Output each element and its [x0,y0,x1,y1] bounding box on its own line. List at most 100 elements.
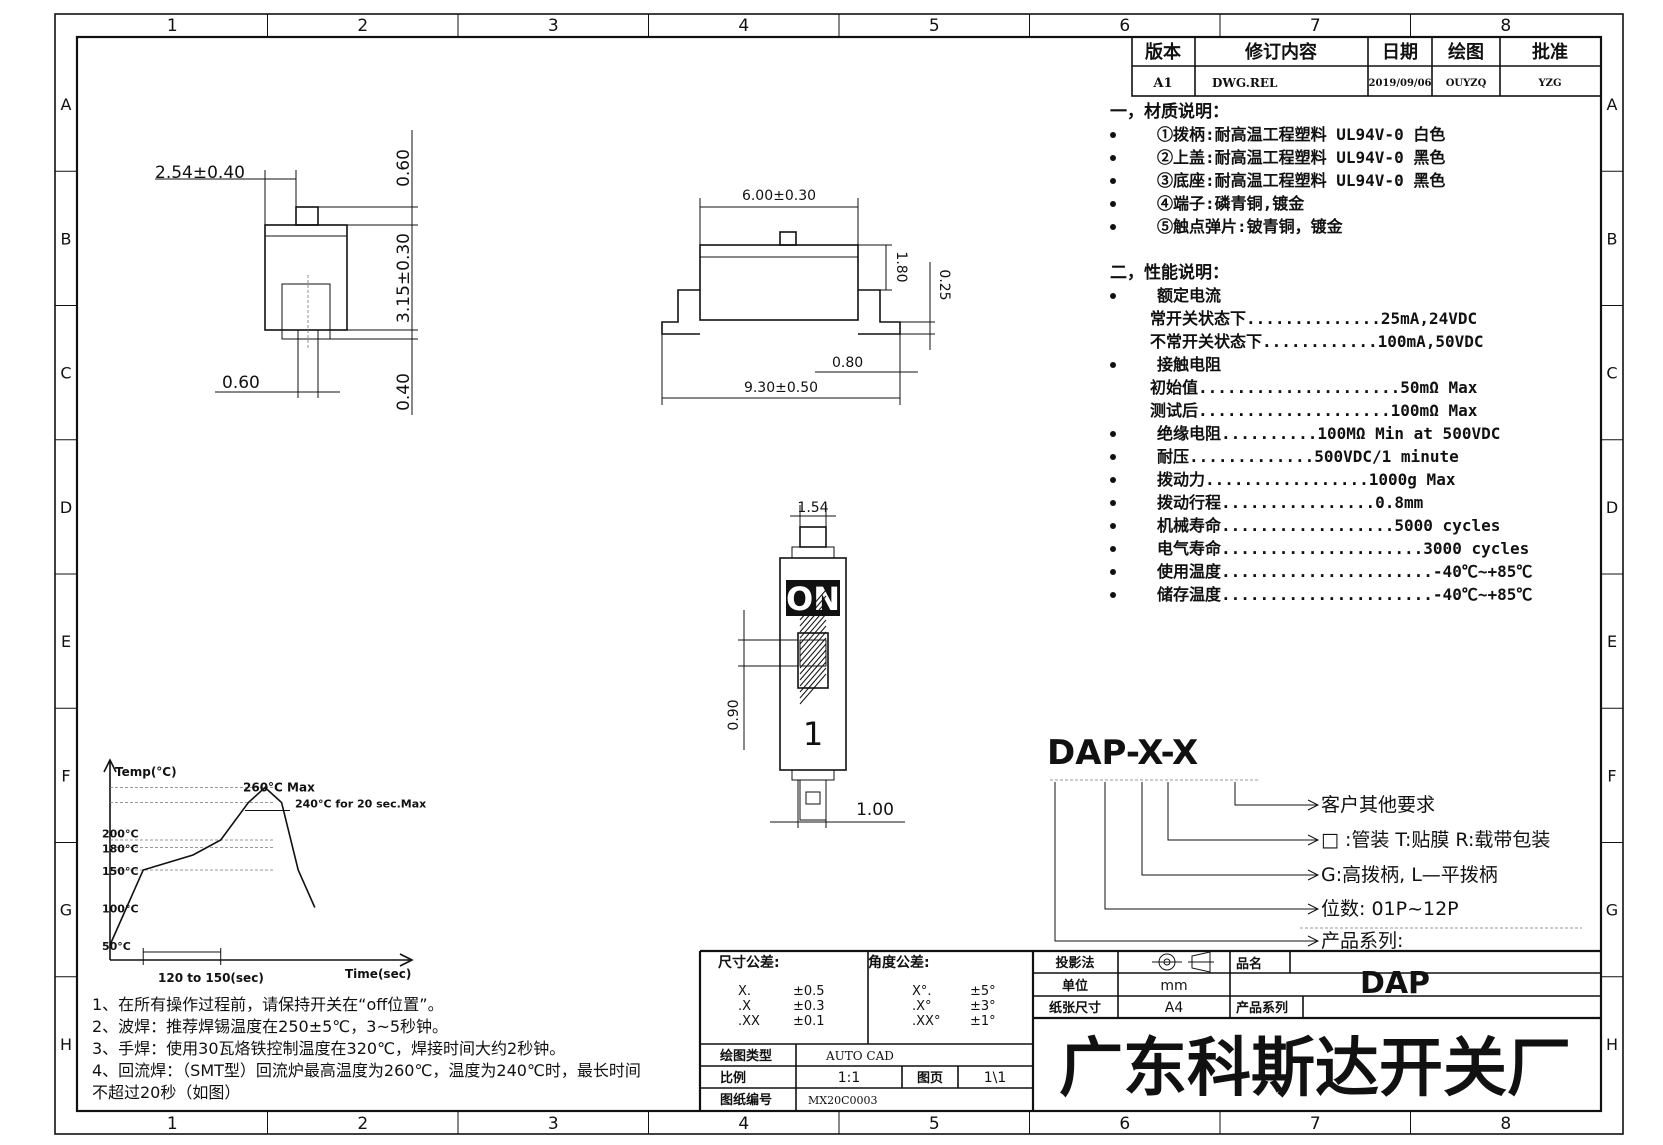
dim-tolerance-value: ±0.5 [793,984,825,999]
x-axis-arrow-icon [399,953,414,967]
reflow-axes [103,758,414,967]
part-number-option: 位数: 01P~12P [1321,898,1459,920]
unit-label: 单位 [1062,978,1088,994]
bullet-icon [1110,362,1116,368]
front-dim-height: 1.80 [893,251,909,282]
drawing-no-value: MX20C0003 [808,1094,878,1107]
y-axis-arrow-icon [103,758,117,773]
note-line: 1、在所有操作过程前，请保持开关在“off位置”。 [92,995,444,1014]
note-line: 2、波焊：推荐焊锡温度在250±5℃，3~5秒钟。 [92,1017,448,1036]
reflow-temp-label: 50°C [102,940,131,953]
bullet-icon [1110,178,1116,184]
material-item: ③底座:耐高温工程塑料 UL94V-0 黑色 [1157,171,1445,190]
top-dim-slider: 0.90 [726,699,742,730]
rev-header-approved: 批准 [1532,41,1568,63]
dim-tolerance-value: ±0.1 [793,1014,825,1029]
frame-col-bottom-7: 7 [1310,1114,1321,1134]
bullet-icon [1110,592,1116,598]
reflow-temp-label: 200°C [102,828,139,841]
part-number-code: DAP-X-X [1047,733,1198,773]
material-item: ②上盖:耐高温工程塑料 UL94V-0 黑色 [1157,148,1445,167]
angle-tolerance-value: ±3° [970,999,996,1014]
performance-section: 二，性能说明： 额定电流常开关状态下..............25mA,24V… [1110,262,1532,604]
angle-tolerance-key: .X° [912,999,932,1014]
rev-header-date: 日期 [1382,42,1418,63]
slider-hatch [799,589,827,705]
top-view-slider [797,632,829,689]
side-dim-height: 3.15±0.30 [394,233,414,323]
frame-col-bottom-6: 6 [1119,1114,1130,1134]
performance-line: 常开关状态下..............25mA,24VDC [1150,309,1477,328]
side-dim-top: 0.60 [394,149,414,187]
rev-date: 2019/09/06 [1369,78,1432,89]
bullet-icon [1110,293,1116,299]
projection-label: 投影法 [1055,955,1094,971]
page-label: 图页 [917,1071,943,1086]
paper-label: 纸张尺寸 [1049,1000,1101,1016]
company-name: 广东科斯达开关厂 [1059,1032,1571,1106]
frame-col-bottom-8: 8 [1500,1114,1511,1134]
frame-col-top-5: 5 [929,16,940,36]
rev-version: A1 [1152,76,1172,91]
bullet-icon [1110,431,1116,437]
part-number-leaders [1054,782,1582,947]
frame-grid-ticks [55,14,1623,1134]
front-view: 6.00±0.30 1.80 0.25 0.80 9.30±0.50 [661,188,952,405]
unit-value: mm [1160,978,1187,994]
arrow-right-icon [1307,834,1320,846]
arrow-right-icon [1307,903,1320,915]
front-dim-width: 6.00±0.30 [742,188,816,204]
front-view-left-lead [661,289,700,335]
material-item: ⑤触点弹片:铍青铜，镀金 [1157,217,1344,236]
front-dim-lead: 0.25 [936,269,952,300]
rev-header-content: 修订内容 [1244,41,1317,63]
tolerance-rows: X.±0.5.X±0.3.XX±0.1X°.±5°.X°±3°.XX°±1° [738,984,996,1029]
drawing-type-value: AUTO CAD [825,1049,894,1063]
performance-line: 储存温度......................-40℃~+85℃ [1156,585,1532,604]
bullet-icon [1110,224,1116,230]
reflow-hold-label: 240°C for 20 sec.Max [295,798,426,811]
angle-tolerance-heading: 角度公差: [868,954,930,971]
frame-row-left-B: B [61,229,72,248]
name-label: 品名 [1236,956,1262,972]
note-line: 3、手焊：使用30瓦烙铁控制温度在320℃，焊接时间大约2秒钟。 [92,1039,565,1058]
frame-col-bottom-4: 4 [738,1114,749,1134]
part-number-option: G:高拨柄, L—平拨柄 [1321,864,1498,886]
frame-col-top-1: 1 [167,16,178,36]
performance-heading: 二，性能说明： [1110,262,1229,283]
angle-tolerance-value: ±5° [970,984,996,999]
frame-row-right-F: F [1607,766,1616,785]
frame-row-right-B: B [1607,229,1618,248]
frame-col-top-7: 7 [1310,16,1321,36]
rev-approved: YZG [1538,78,1562,89]
side-view-body [264,224,348,331]
projection-symbol-icon [1152,951,1214,973]
performance-line: 电气寿命.....................3000 cycles [1157,539,1529,558]
bullet-icon [1110,477,1116,483]
reflow-curve [109,786,316,946]
performance-line: 初始值.....................50mΩ Max [1150,378,1478,397]
on-label: ON [786,580,840,618]
bullet-icon [1110,155,1116,161]
frame-row-right-C: C [1606,364,1617,383]
on-label-plate [786,580,840,616]
frame-row-left-F: F [61,766,70,785]
reflow-temp-label: 100°C [102,903,139,916]
angle-tolerance-key: .XX° [912,1014,940,1029]
scale-label: 比例 [720,1070,746,1086]
frame-row-right-A: A [1607,95,1618,114]
side-view-actuator [295,206,319,226]
performance-line: 机械寿命..................5000 cycles [1157,516,1500,535]
frame-row-right-D: D [1606,498,1618,517]
paper-value: A4 [1165,1000,1184,1016]
reflow-temp-label: 150°C [102,865,139,878]
frame-col-bottom-2: 2 [357,1114,368,1134]
performance-line: 绝缘电阻..........100MΩ Min at 500VDC [1157,424,1500,443]
part-number-option: 产品系列: [1321,930,1403,952]
drawing-type-label: 绘图类型 [720,1048,772,1064]
dim-tolerance-key: X. [738,984,751,999]
performance-line: 拨动力.................1000g Max [1157,470,1456,489]
